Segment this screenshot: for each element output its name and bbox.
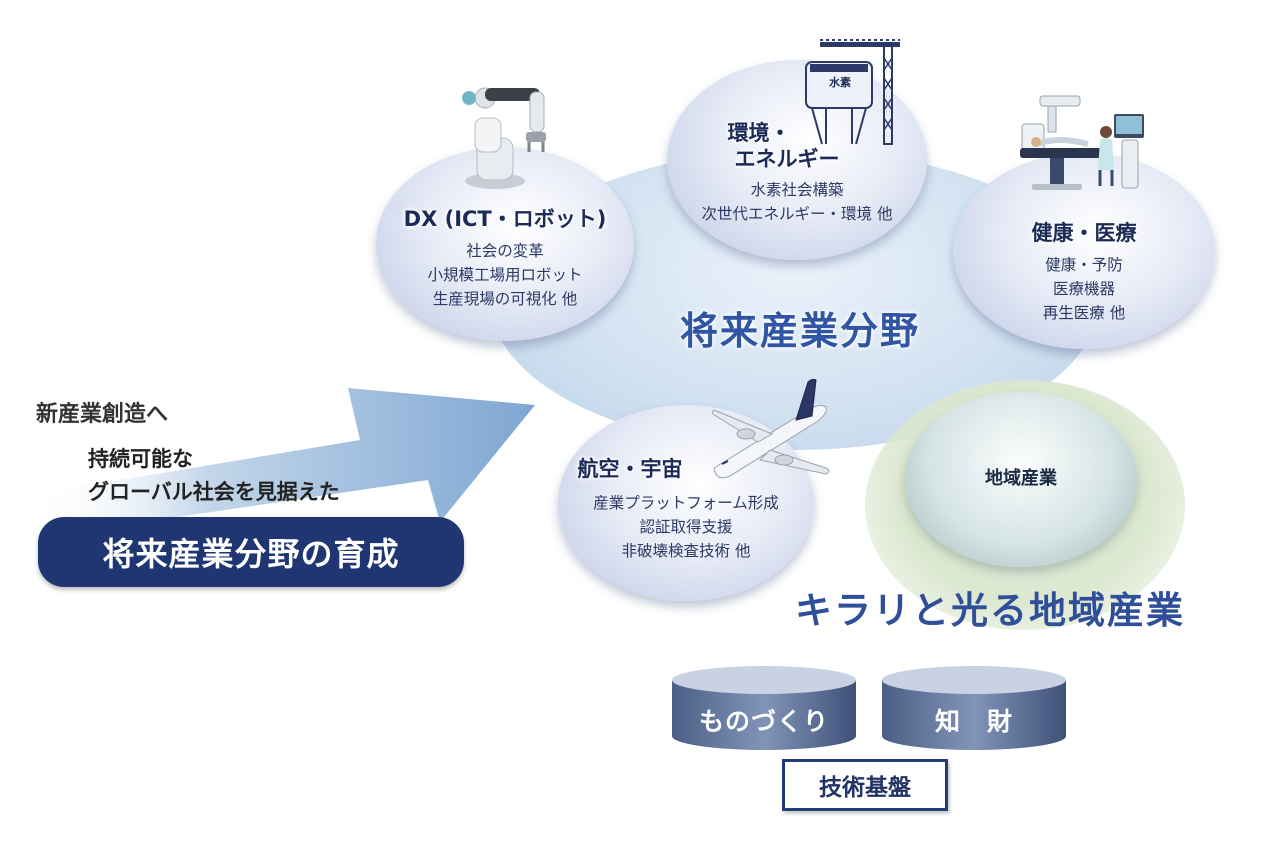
shining-industry-title: キラリと光る地域産業	[795, 589, 1185, 632]
energy-title: 環境・ エネルギー	[591, 120, 927, 172]
pillar-monozukuri: ものづくり	[670, 664, 858, 752]
health-line: 再生医療 他	[1042, 304, 1126, 322]
dx-line: 生産現場の可視化 他	[432, 290, 578, 308]
aero-line: 認証取得支援	[639, 518, 733, 536]
energy-title-line1: 環境・	[727, 121, 791, 145]
regional-title: 地域産業	[985, 468, 1057, 489]
energy-title-line2: エネルギー	[734, 147, 840, 171]
energy-line: 水素社会構築	[750, 181, 844, 199]
robot-arm-icon	[462, 87, 546, 189]
energy-line: 次世代エネルギー・環境 他	[701, 205, 893, 223]
aero-lines: 産業プラットフォーム形成 認証取得支援 非破壊検査技術 他	[558, 491, 814, 563]
pillar-label: ものづくり	[698, 707, 829, 736]
aero-line: 産業プラットフォーム形成	[593, 494, 779, 512]
global-society-text: グローバル社会を見据えた	[88, 480, 340, 504]
medical-equipment-icon	[1020, 95, 1144, 190]
dx-line: 小規模工場用ロボット	[427, 266, 583, 284]
bubble-regional: 地域産業	[905, 392, 1137, 567]
hydrogen-tank-icon: 水素	[805, 39, 900, 145]
pillar-label: 知 財	[934, 707, 1013, 736]
growth-arrow	[30, 388, 535, 530]
dx-title: DX (ICT・ロボット)	[403, 207, 607, 231]
dx-lines: 社会の変革 小規模工場用ロボット 生産現場の可視化 他	[376, 239, 634, 311]
health-line: 医療機器	[1052, 280, 1115, 298]
health-line: 健康・予防	[1045, 256, 1123, 274]
aero-title: 航空・宇宙	[577, 457, 683, 481]
technology-foundation: 技術基盤	[782, 759, 948, 811]
bubble-dx: DX (ICT・ロボット) 社会の変革 小規模工場用ロボット 生産現場の可視化 …	[376, 147, 634, 341]
health-title: 健康・医療	[1031, 221, 1137, 245]
dx-line: 社会の変革	[466, 242, 544, 260]
future-industry-title: 将来産業分野	[679, 309, 920, 353]
aero-line: 非破壊検査技術 他	[621, 542, 751, 560]
pillar-ip: 知 財	[880, 664, 1068, 752]
airplane-icon	[711, 378, 830, 479]
cylinder-shape	[672, 666, 856, 750]
tank-label: 水素	[829, 75, 851, 89]
sustainable-text: 持続可能な	[88, 447, 193, 471]
cylinder-shape	[882, 666, 1066, 750]
new-industry-text: 新産業創造へ	[36, 402, 169, 427]
bubble-health: 健康・医療 健康・予防 医療機器 再生医療 他	[953, 153, 1215, 349]
health-lines: 健康・予防 医療機器 再生医療 他	[953, 253, 1215, 325]
cultivate-badge: 将来産業分野の育成	[38, 517, 464, 587]
energy-lines: 水素社会構築 次世代エネルギー・環境 他	[667, 178, 927, 226]
